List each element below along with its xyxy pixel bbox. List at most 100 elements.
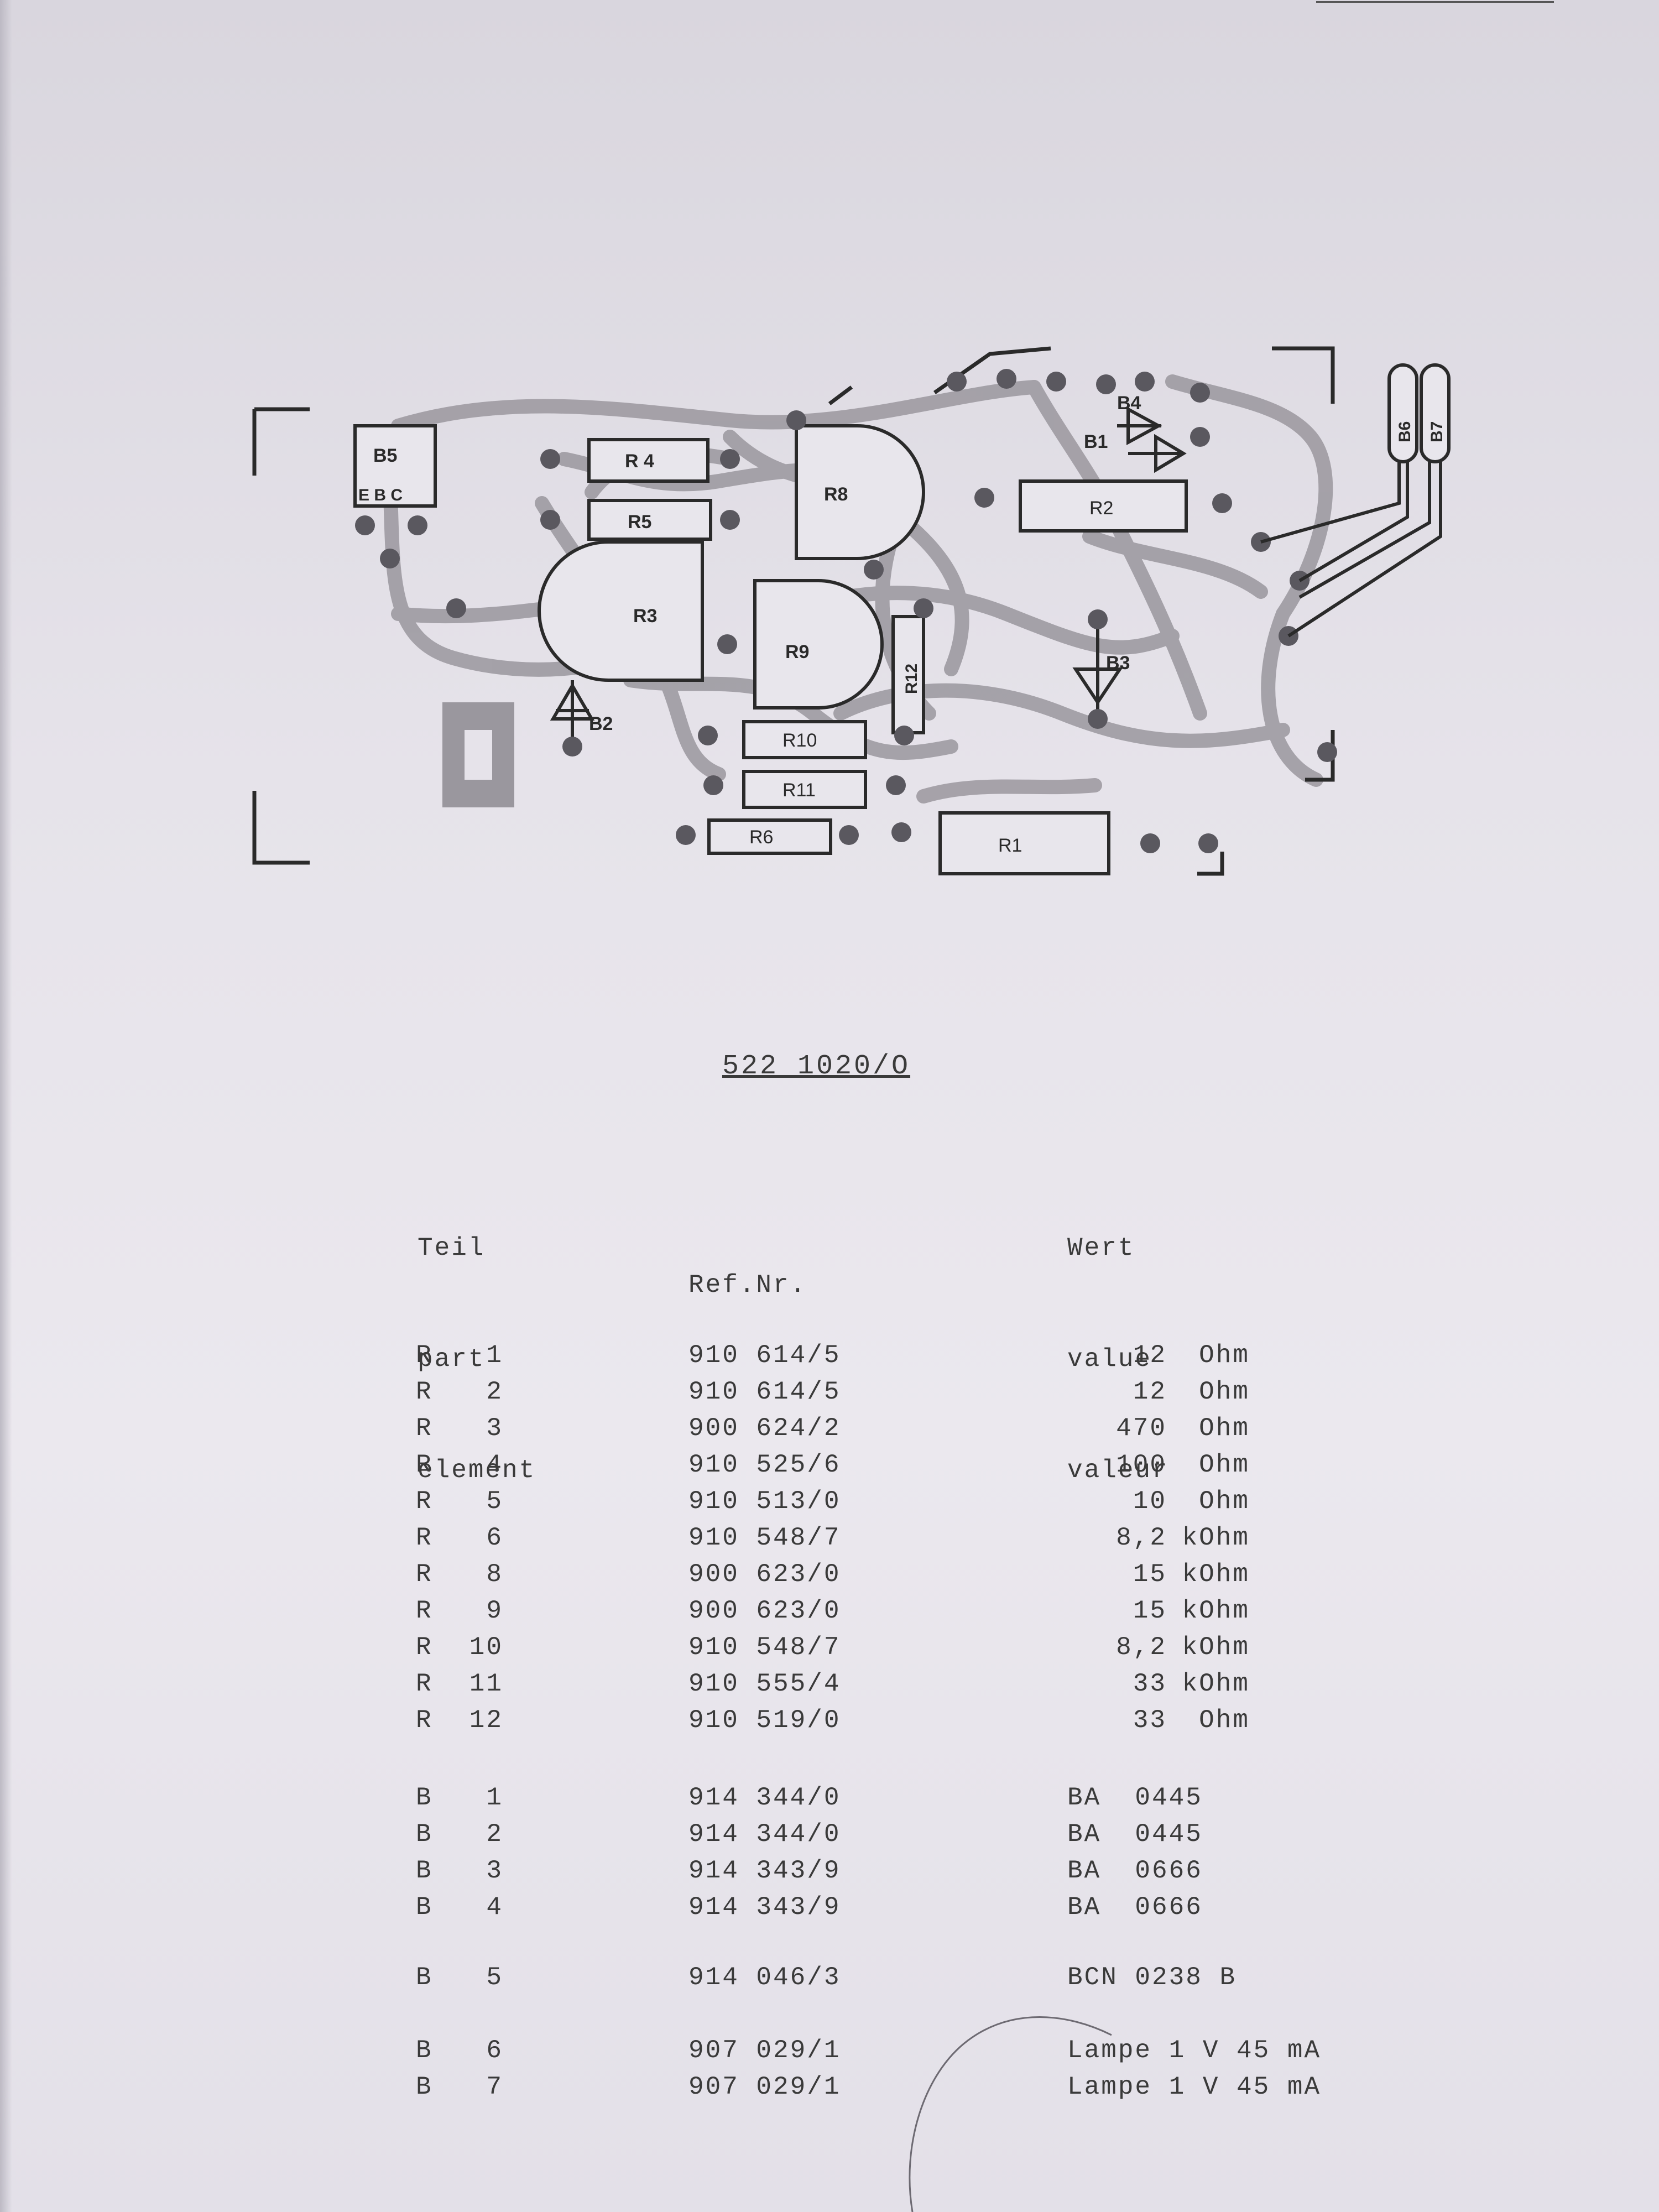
pcb-layout-svg: B5 E B C R 4 R5 R3 R8 R9 R2 R12 R10 R11 … xyxy=(252,346,1451,876)
label-r9: R9 xyxy=(785,641,809,662)
header-ref-label: Ref.Nr. xyxy=(688,1271,807,1300)
resistor-r11-body xyxy=(742,770,867,809)
label-ebc: E B C xyxy=(358,486,403,504)
part-type: R xyxy=(416,1451,433,1479)
header-part-de: Teil xyxy=(418,1234,486,1262)
label-r2: R2 xyxy=(1089,498,1113,519)
label-b2: B2 xyxy=(589,713,613,734)
part-number: 5 xyxy=(486,1963,503,1992)
part-number: 1 xyxy=(486,1783,503,1812)
value-description: BA 0445 xyxy=(1067,1783,1203,1812)
label-r1: R1 xyxy=(998,835,1022,856)
part-type: R xyxy=(416,1670,433,1698)
header-part-en: part xyxy=(418,1345,486,1374)
ref-number: 907 029/1 xyxy=(688,2036,841,2065)
pcb-layout-diagram: B5 E B C R 4 R5 R3 R8 R9 R2 R12 R10 R11 … xyxy=(232,326,1482,890)
ref-number: 910 525/6 xyxy=(688,1451,841,1479)
part-type: R xyxy=(416,1524,433,1552)
ref-number: 900 623/0 xyxy=(688,1597,841,1625)
label-b5: B5 xyxy=(373,445,397,466)
ref-number: 900 624/2 xyxy=(688,1414,841,1443)
value-amount: 470 xyxy=(1116,1414,1167,1443)
value-unit: kOhm xyxy=(1182,1524,1250,1552)
value-description: BA 0445 xyxy=(1067,1820,1203,1849)
value-amount: 15 xyxy=(1133,1560,1167,1589)
ref-number: 914 343/9 xyxy=(688,1856,841,1885)
components xyxy=(353,363,1451,875)
label-b6: B6 xyxy=(1396,421,1414,442)
part-type: B xyxy=(416,2036,433,2065)
value-description: BCN 0238 B xyxy=(1067,1963,1237,1992)
part-number: 4 xyxy=(486,1451,503,1479)
ref-number: 900 623/0 xyxy=(688,1560,841,1589)
label-r3: R3 xyxy=(633,606,657,627)
paper-shadow-edge xyxy=(0,0,12,2212)
value-unit: Ohm xyxy=(1199,1451,1250,1479)
label-b4: B4 xyxy=(1117,393,1141,414)
component-labels: B5 E B C R 4 R5 R3 R8 R9 R2 R12 R10 R11 … xyxy=(358,393,1446,856)
lamp-b7-body xyxy=(1420,363,1451,463)
label-r10: R10 xyxy=(782,730,817,751)
value-unit: kOhm xyxy=(1182,1670,1250,1698)
value-description: Lampe 1 V 45 mA xyxy=(1067,2073,1322,2101)
corner-marks xyxy=(252,346,1335,876)
part-number: 6 xyxy=(486,1524,503,1552)
resistor-r4-body xyxy=(587,438,709,483)
value-unit: Ohm xyxy=(1199,1487,1250,1516)
part-type: B xyxy=(416,1783,433,1812)
resistor-r3-body xyxy=(538,540,704,682)
value-description: BA 0666 xyxy=(1067,1856,1203,1885)
header-part-fr: element xyxy=(418,1456,536,1485)
ref-number: 910 519/0 xyxy=(688,1706,841,1735)
ground-pad-cutout xyxy=(465,730,492,780)
part-type: R xyxy=(416,1341,433,1370)
value-amount: 12 xyxy=(1133,1341,1167,1370)
value-description: BA 0666 xyxy=(1067,1893,1203,1922)
resistor-r5-body xyxy=(587,499,712,541)
value-amount: 8,2 xyxy=(1116,1633,1167,1662)
header-part: Teil part element xyxy=(418,1156,536,1526)
value-unit: Ohm xyxy=(1199,1414,1250,1443)
ref-number: 914 344/0 xyxy=(688,1820,841,1849)
label-r6: R6 xyxy=(749,827,773,848)
document-number: 522 1020/O xyxy=(722,1051,911,1082)
value-unit: Ohm xyxy=(1199,1378,1250,1406)
value-unit: kOhm xyxy=(1182,1597,1250,1625)
lamp-leads xyxy=(1260,462,1442,638)
ref-number: 910 548/7 xyxy=(688,1524,841,1552)
part-type: R xyxy=(416,1633,433,1662)
part-number: 11 xyxy=(469,1670,503,1698)
value-unit: Ohm xyxy=(1199,1341,1250,1370)
part-type: B xyxy=(416,1820,433,1849)
part-number: 12 xyxy=(469,1706,503,1735)
label-r11: R11 xyxy=(782,780,816,801)
header-value: Wert value valeur xyxy=(1067,1156,1169,1526)
header-value-fr: valeur xyxy=(1067,1456,1169,1485)
part-type: R xyxy=(416,1487,433,1516)
label-r5: R5 xyxy=(628,512,651,533)
ref-number: 910 555/4 xyxy=(688,1670,841,1698)
part-number: 5 xyxy=(486,1487,503,1516)
value-amount: 33 xyxy=(1133,1706,1167,1735)
value-amount: 10 xyxy=(1133,1487,1167,1516)
ref-number: 914 343/9 xyxy=(688,1893,841,1922)
resistor-r8-body xyxy=(795,424,925,560)
